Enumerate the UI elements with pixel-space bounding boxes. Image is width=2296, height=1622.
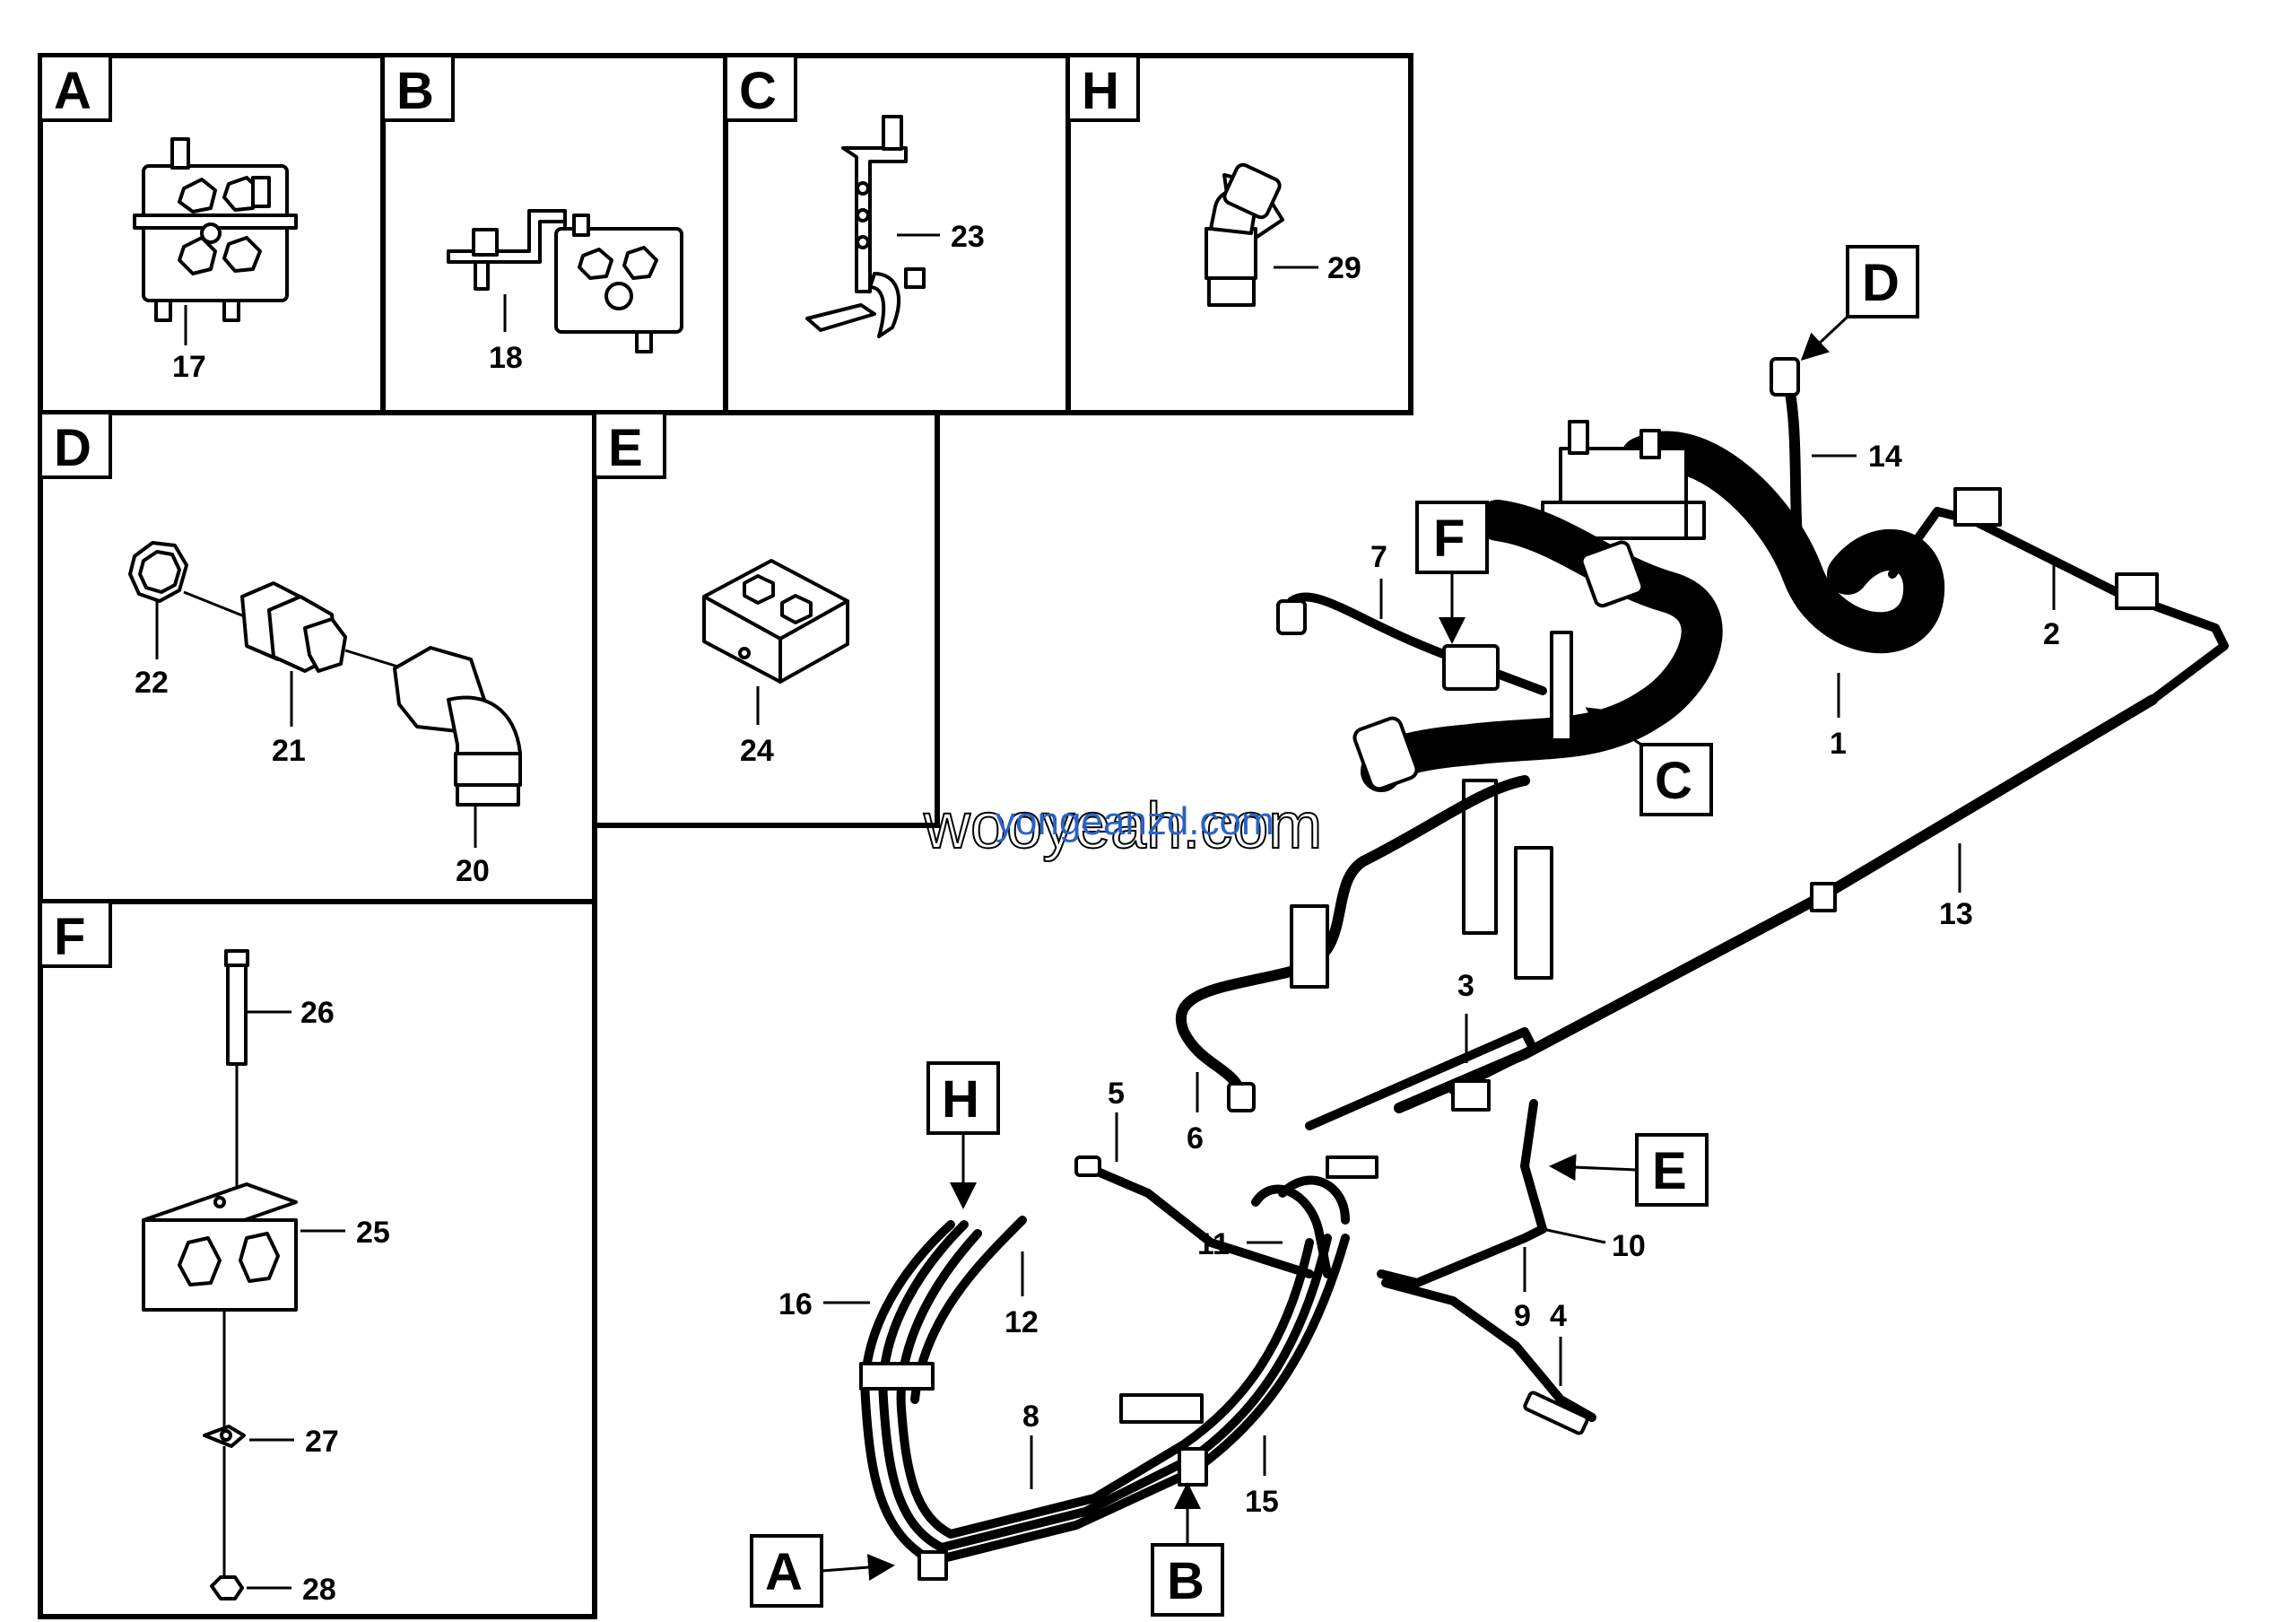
bracket-clamp-18 — [447, 209, 683, 353]
clamp-block-25 — [142, 1182, 298, 1312]
svg-text:H: H — [942, 1070, 979, 1129]
panel-f-letter: F — [54, 908, 85, 966]
part-label-4: 4 — [1550, 1299, 1567, 1333]
callout-h: H — [926, 1061, 1000, 1209]
part-label-18: 18 — [489, 341, 523, 375]
part-label-15: 15 — [1245, 1485, 1279, 1519]
watermark-text-outline: wooyeah.com — [923, 790, 1322, 862]
callout-f: F — [1415, 501, 1489, 644]
part-label-24: 24 — [740, 734, 774, 768]
main-assembly: D F C H E A B — [750, 245, 2229, 1617]
panel-b: B 18 — [380, 53, 728, 415]
nut-28 — [210, 1575, 244, 1600]
svg-text:E: E — [1652, 1142, 1687, 1200]
fitting-14 — [1770, 357, 1800, 397]
elbow-fitting-20 — [393, 646, 522, 807]
hose-main-suction — [1352, 500, 1723, 792]
part-label-5: 5 — [1108, 1077, 1125, 1111]
panel-b-letter: B — [396, 62, 434, 120]
bolt-26 — [224, 949, 249, 1066]
clamp-block-24 — [702, 559, 849, 684]
callout-e: E — [1549, 1133, 1709, 1207]
part-label-2: 2 — [2043, 617, 2060, 651]
part-label-6: 6 — [1187, 1121, 1204, 1155]
part-label-26: 26 — [300, 996, 335, 1030]
part-label-9: 9 — [1514, 1299, 1531, 1333]
panel-a: A 17 — [38, 53, 386, 415]
panel-c-letter: C — [739, 62, 777, 120]
part-label-8: 8 — [1022, 1400, 1039, 1434]
panel-h: H 29 — [1065, 53, 1413, 415]
watermark-text-blue: yongeanzd.com — [996, 799, 1274, 843]
part-label-28: 28 — [302, 1573, 336, 1607]
dual-clamp-17 — [133, 137, 298, 322]
part-label-3: 3 — [1457, 969, 1474, 1003]
panel-a-letter: A — [54, 62, 91, 120]
panel-d: D 22 21 20 — [38, 410, 597, 904]
part-label-23: 23 — [951, 220, 985, 254]
panel-f: F 26 25 27 — [38, 899, 597, 1619]
part-label-7: 7 — [1370, 540, 1387, 574]
part-label-10: 10 — [1612, 1229, 1646, 1263]
bracket-c-main — [1462, 631, 1573, 980]
svg-text:F: F — [1433, 510, 1465, 568]
part-label-27: 27 — [305, 1425, 339, 1459]
detail-panels: A 17 B — [38, 53, 1413, 1619]
part-label-12: 12 — [1004, 1305, 1039, 1339]
part-label-20: 20 — [456, 854, 490, 888]
elbow-fitting-29 — [1205, 162, 1284, 307]
part-label-17: 17 — [172, 350, 206, 384]
svg-text:B: B — [1167, 1552, 1205, 1610]
part-label-25: 25 — [356, 1216, 390, 1250]
washer-27 — [203, 1425, 246, 1448]
callout-d: D — [1800, 245, 1919, 362]
panel-h-letter: H — [1082, 62, 1119, 120]
svg-text:D: D — [1862, 254, 1900, 312]
seal-ring-22 — [128, 541, 188, 603]
mounting-bracket-23 — [805, 115, 926, 338]
part-label-14: 14 — [1868, 440, 1902, 474]
panel-c: C 23 — [723, 53, 1071, 415]
part-label-1: 1 — [1830, 727, 1847, 761]
part-label-16: 16 — [778, 1287, 813, 1321]
part-label-22: 22 — [135, 666, 169, 700]
svg-text:A: A — [765, 1543, 803, 1601]
panel-d-letter: D — [54, 419, 91, 477]
part-label-11: 11 — [1197, 1227, 1230, 1261]
part-label-13: 13 — [1939, 897, 1973, 931]
callout-a: A — [750, 1534, 895, 1608]
panel-e: E 24 — [592, 410, 940, 828]
callout-c: C — [1585, 707, 1713, 816]
watermark: wooyeah.com yongeanzd.com — [922, 789, 1323, 863]
callout-b: B — [1151, 1482, 1224, 1617]
part-label-21: 21 — [272, 734, 306, 768]
adapter-21 — [240, 581, 347, 673]
panel-e-letter: E — [608, 419, 643, 477]
hose-bundle — [859, 1216, 1350, 1581]
part-label-29: 29 — [1327, 251, 1361, 285]
svg-text:C: C — [1655, 752, 1692, 810]
